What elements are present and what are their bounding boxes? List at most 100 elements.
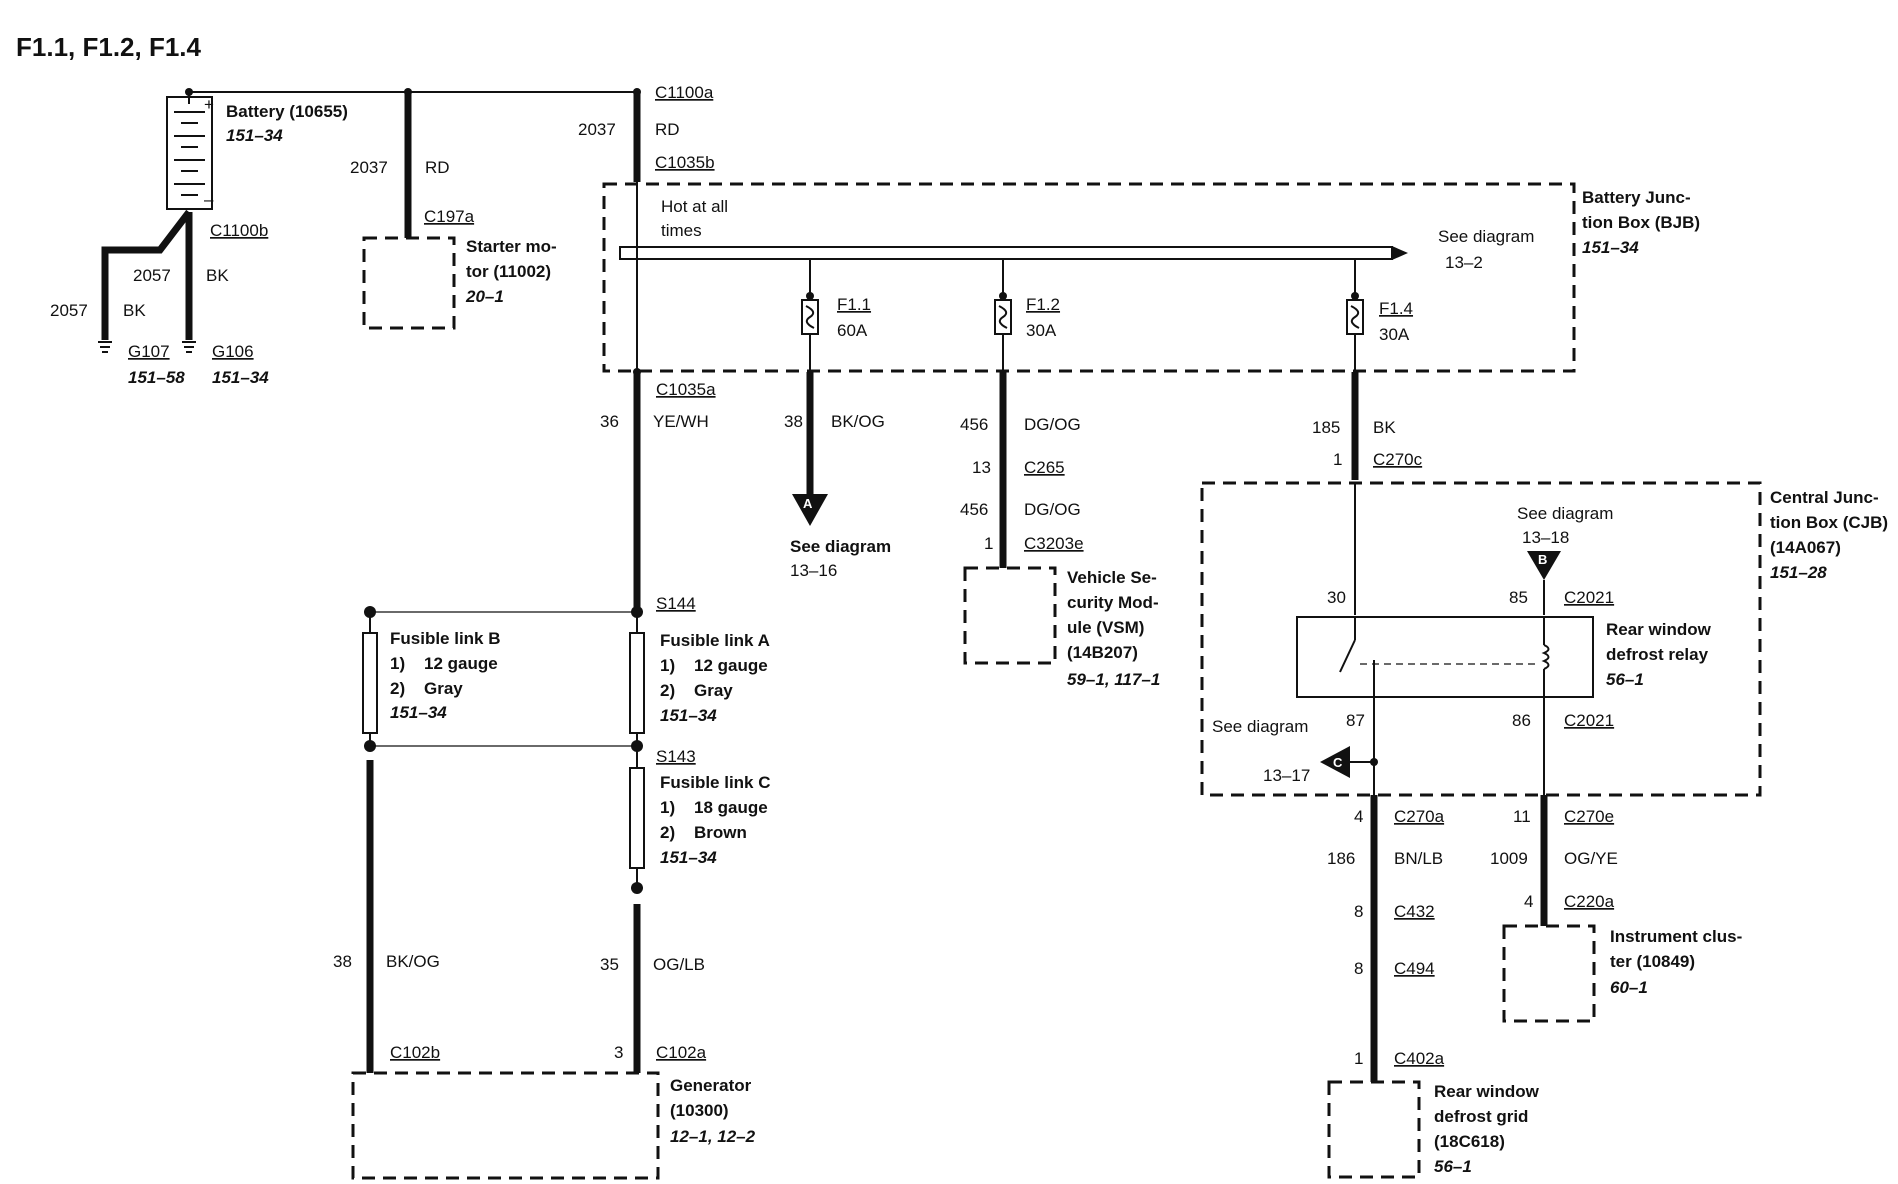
wire-dgog-b: DG/OG [1024, 500, 1081, 519]
ground-icon-g107 [98, 341, 112, 353]
generator-box [351, 1071, 660, 1180]
cjb-label-3: (14A067) [1770, 538, 1841, 557]
fusible-link-c [629, 767, 645, 869]
cjb-see-b-label: See diagram [1517, 504, 1613, 523]
splice-s144: S144 [656, 594, 696, 613]
fusible-b-gauge: 1) 12 gauge [390, 654, 498, 673]
fusible-link-b [362, 632, 378, 734]
cjb-see-c-num: 13–17 [1263, 766, 1310, 785]
bjb-hot-2: times [661, 221, 702, 240]
svg-text:–: – [204, 190, 214, 209]
generator-label-1: Generator [670, 1076, 752, 1095]
fusible-b-color: 2) Gray [390, 679, 463, 698]
ground-g106-ref: 151–34 [212, 368, 269, 387]
ground-g107: G107 [128, 342, 170, 361]
fusible-a-color: 2) Gray [660, 681, 733, 700]
battery-label: Battery (10655) [226, 102, 348, 121]
pin-3: 3 [614, 1043, 623, 1062]
bjb-hot-1: Hot at all [661, 197, 728, 216]
cluster-ref: 60–1 [1610, 978, 1648, 997]
pin-8-c494: 8 [1354, 959, 1363, 978]
cjb-see-c-label: See diagram [1212, 717, 1308, 736]
connector-c1035a: C1035a [656, 380, 716, 399]
wire-186: 186 [1327, 849, 1355, 868]
fusible-link-a [629, 632, 645, 734]
fusible-a-gauge: 1) 12 gauge [660, 656, 768, 675]
wire-ogye: OG/YE [1564, 849, 1618, 868]
pin-13: 13 [972, 458, 991, 477]
connector-c270c: C270c [1373, 450, 1423, 469]
wire-dgog-a: DG/OG [1024, 415, 1081, 434]
wire-yewh: YE/WH [653, 412, 709, 431]
vsm-label-1: Vehicle Se- [1067, 568, 1157, 587]
fusible-a-name: Fusible link A [660, 631, 770, 650]
wire-456-a: 456 [960, 415, 988, 434]
ground-g107-ref: 151–58 [128, 368, 185, 387]
wire-38-a: 38 [784, 412, 803, 431]
relay-label-1: Rear window [1606, 620, 1712, 639]
wire-185: 185 [1312, 418, 1340, 437]
wire-35: 35 [600, 955, 619, 974]
fuse-f1-2-name: F1.2 [1026, 295, 1060, 314]
cjb-label-2: tion Box (CJB) [1770, 513, 1888, 532]
wire-bkog-a: BK/OG [831, 412, 885, 431]
pin-4-c220a: 4 [1524, 892, 1533, 911]
grid-label-1: Rear window [1434, 1082, 1540, 1101]
pin-1-vsm: 1 [984, 534, 993, 553]
fusible-c-name: Fusible link C [660, 773, 771, 792]
cluster-label-1: Instrument clus- [1610, 927, 1742, 946]
connector-c2021-top: C2021 [1564, 588, 1614, 607]
connector-c265: C265 [1024, 458, 1065, 477]
connector-c1100b: C1100b [210, 221, 268, 240]
connector-c1035b: C1035b [655, 153, 715, 172]
bjb-see-diagram: See diagram [1438, 227, 1534, 246]
connector-c270a: C270a [1394, 807, 1445, 826]
fusible-a-ref: 151–34 [660, 706, 717, 725]
vsm-label-4: (14B207) [1067, 643, 1138, 662]
connector-c220a: C220a [1564, 892, 1615, 911]
pin-4-c270a: 4 [1354, 807, 1363, 826]
vsm-label-2: curity Mod- [1067, 593, 1159, 612]
vsm-label-3: ule (VSM) [1067, 618, 1144, 637]
starter-label-1: Starter mo- [466, 237, 557, 256]
cluster-label-2: ter (10849) [1610, 952, 1695, 971]
wire-bkog-b: BK/OG [386, 952, 440, 971]
pin-85: 85 [1509, 588, 1528, 607]
fuse-f1-4-name: F1.4 [1379, 299, 1413, 318]
starter-label-2: tor (11002) [466, 262, 551, 281]
wire-bnlb: BN/LB [1394, 849, 1443, 868]
connector-b-icon [1527, 551, 1561, 580]
wire-bk-a: BK [206, 266, 229, 285]
battery-symbol: + – [166, 92, 214, 210]
ground-g106: G106 [212, 342, 254, 361]
fusible-c-gauge: 1) 18 gauge [660, 798, 768, 817]
pin-86: 86 [1512, 711, 1531, 730]
wire-36: 36 [600, 412, 619, 431]
connector-c494: C494 [1394, 959, 1435, 978]
battery-ref: 151–34 [226, 126, 283, 145]
connector-c-letter: C [1333, 755, 1343, 770]
fuse-f1-1 [801, 259, 819, 372]
vsm-ref: 59–1, 117–1 [1067, 670, 1160, 689]
cluster-box [1502, 924, 1596, 1023]
cjb-see-b-num: 13–18 [1522, 528, 1569, 547]
relay-label-2: defrost relay [1606, 645, 1709, 664]
wire-bk-b: BK [123, 301, 146, 320]
fuse-f1-1-rating: 60A [837, 321, 868, 340]
fusible-b-name: Fusible link B [390, 629, 501, 648]
vsm-box [963, 566, 1057, 665]
page-title: F1.1, F1.2, F1.4 [16, 32, 202, 62]
connector-c197a: C197a [424, 207, 475, 226]
grid-label-3: (18C618) [1434, 1132, 1505, 1151]
bjb-label-2: tion Box (BJB) [1582, 213, 1700, 232]
bjb-label-1: Battery Junc- [1582, 188, 1691, 207]
relay-box [1296, 616, 1594, 698]
wire-2057-b: 2057 [50, 301, 88, 320]
pin-87: 87 [1346, 711, 1365, 730]
pin-8-c432: 8 [1354, 902, 1363, 921]
see-a-num: 13–16 [790, 561, 837, 580]
fuse-f1-1-name: F1.1 [837, 295, 871, 314]
connector-c432: C432 [1394, 902, 1435, 921]
connector-c102b: C102b [390, 1043, 440, 1062]
